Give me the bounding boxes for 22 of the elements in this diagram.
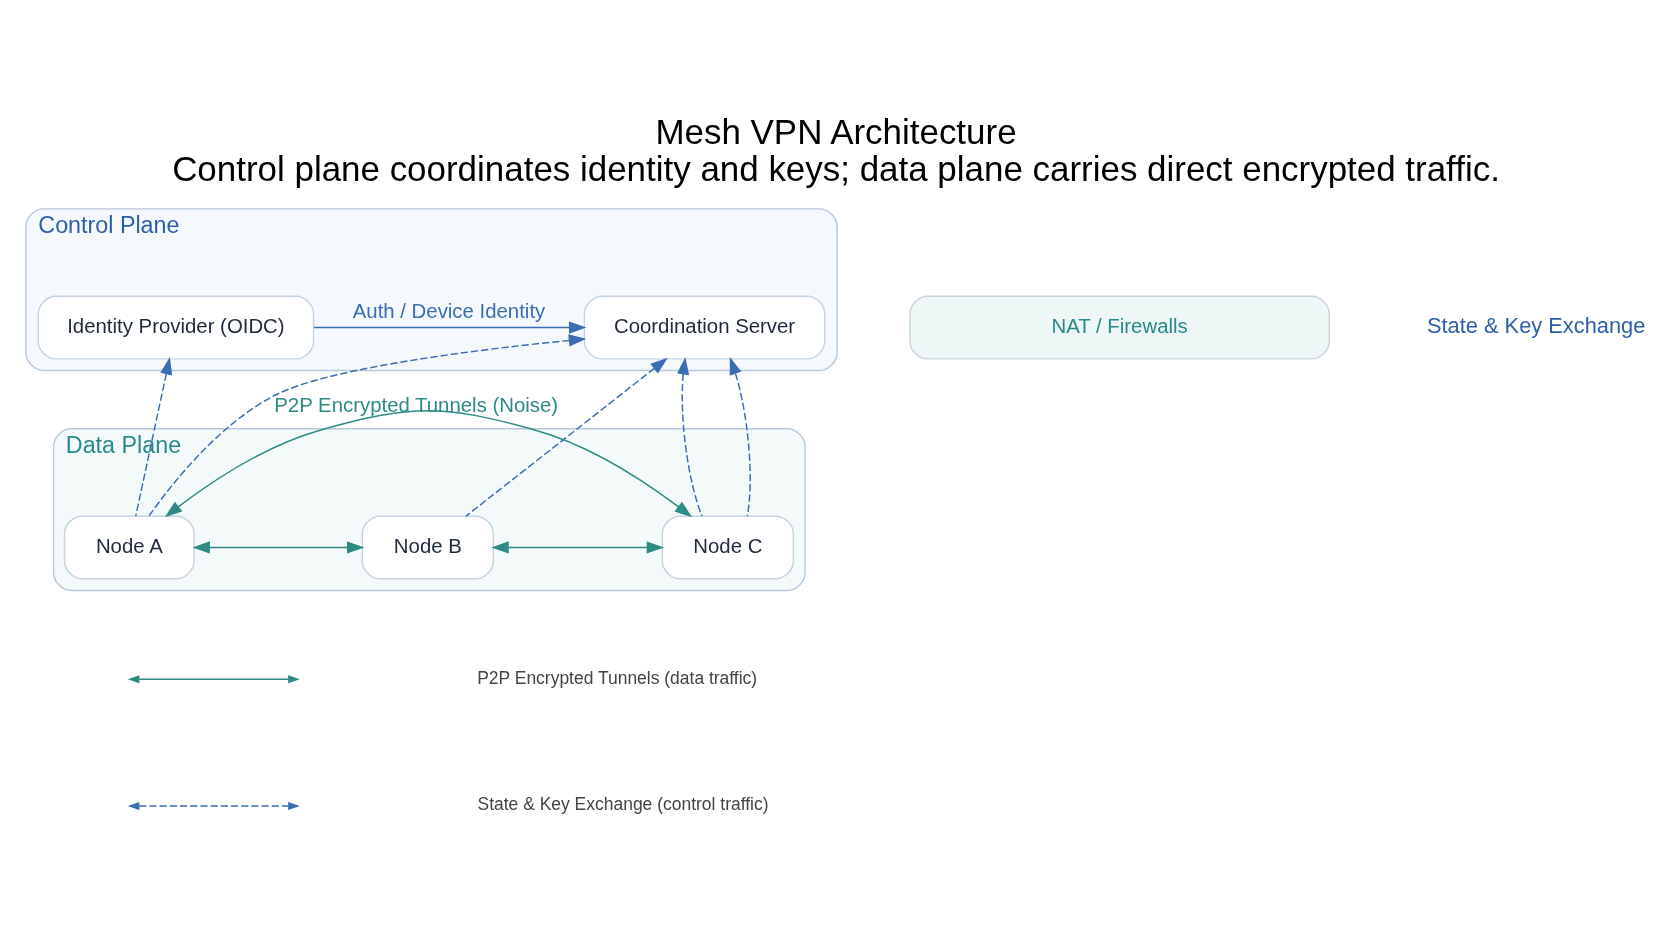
node-box: Node C xyxy=(661,514,795,579)
arrow xyxy=(491,540,665,554)
node-box: Node B xyxy=(361,514,495,579)
arrow xyxy=(135,356,173,517)
edge-label: P2P Encrypted Tunnels (Noise) xyxy=(274,393,559,416)
node-box: NAT / Firewalls xyxy=(909,295,1331,360)
legend-label: State & Key Exchange (control traffic) xyxy=(477,793,769,814)
arrow xyxy=(164,409,693,517)
label: State & Key Exchange xyxy=(1426,312,1646,338)
arrow xyxy=(465,357,668,517)
caption: Control plane coordinates identity and keys; data plane carries direct encrypted traffic. xyxy=(172,148,1500,188)
arrow xyxy=(148,333,587,517)
arrow xyxy=(192,540,365,554)
node-box: Node A xyxy=(63,514,195,579)
arrow xyxy=(677,356,703,517)
arrow xyxy=(313,320,587,334)
node-box: Identity Provider (OIDC) xyxy=(37,295,315,360)
diagram-title: Mesh VPN Architecture xyxy=(655,111,1017,151)
node-box: Coordination Server xyxy=(583,295,826,360)
edge-label: Auth / Device Identity xyxy=(352,299,546,322)
legend-label: P2P Encrypted Tunnels (data traffic) xyxy=(477,667,758,688)
arrow xyxy=(729,356,751,517)
